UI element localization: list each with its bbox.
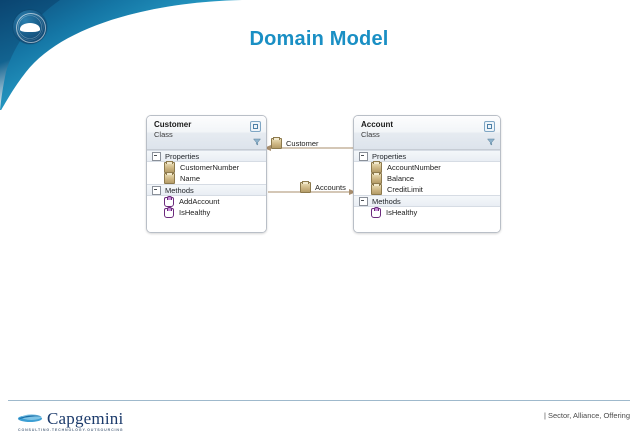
footer-divider [8, 400, 630, 401]
method-icon [371, 206, 381, 218]
capgemini-tagline: CONSULTING.TECHNOLOGY.OUTSOURCING [18, 428, 124, 432]
minus-icon[interactable] [359, 151, 368, 161]
property-icon [164, 172, 175, 184]
property-icon [271, 137, 282, 149]
association-label-accounts: Accounts [300, 181, 346, 193]
member-label: CreditLimit [387, 185, 423, 194]
section-header-properties[interactable]: Properties [147, 150, 266, 162]
section-label: Properties [372, 151, 407, 161]
class-name: Account [361, 120, 393, 129]
section-header-methods[interactable]: Methods [147, 184, 266, 196]
method-icon [164, 195, 174, 207]
capgemini-logo: Capgemini CONSULTING.TECHNOLOGY.OUTSOURC… [17, 409, 217, 435]
member-label: IsHealthy [179, 208, 211, 217]
association-label-customer: Customer [271, 137, 319, 149]
class-name: Customer [154, 120, 192, 129]
collapse-icon[interactable] [250, 121, 261, 132]
class-member[interactable]: Name [147, 172, 266, 184]
minus-icon[interactable] [152, 185, 161, 195]
uml-class-account[interactable]: Account Class Properties AccountNumber B… [353, 115, 501, 233]
class-header: Account Class [354, 116, 500, 150]
class-member[interactable]: IsHealthy [354, 206, 500, 218]
class-member[interactable]: IsHealthy [147, 206, 266, 218]
class-body-filler [354, 218, 500, 232]
minus-icon[interactable] [152, 151, 161, 161]
member-label: AddAccount [179, 197, 220, 206]
capgemini-swoosh-icon [18, 414, 42, 422]
class-member[interactable]: CreditLimit [354, 183, 500, 195]
class-body-filler [147, 218, 266, 232]
association-label-text: Customer [286, 139, 319, 148]
member-label: Balance [387, 174, 415, 183]
class-kind: Class [361, 130, 380, 139]
uml-class-customer[interactable]: Customer Class Properties CustomerNumber… [146, 115, 267, 233]
member-label: CustomerNumber [180, 163, 240, 172]
class-kind: Class [154, 130, 173, 139]
footer-right-text: | Sector, Alliance, Offering [543, 411, 630, 420]
member-label: IsHealthy [386, 208, 418, 217]
section-header-methods[interactable]: Methods [354, 195, 500, 207]
class-member[interactable]: CustomerNumber [147, 161, 266, 173]
section-label: Methods [372, 196, 401, 206]
section-label: Properties [165, 151, 200, 161]
section-header-properties[interactable]: Properties [354, 150, 500, 162]
section-label: Methods [165, 185, 194, 195]
property-icon [300, 181, 311, 193]
association-label-text: Accounts [315, 183, 346, 192]
property-icon [371, 183, 382, 195]
page-title: Domain Model [249, 28, 389, 50]
class-header: Customer Class [147, 116, 266, 150]
funnel-icon[interactable] [253, 138, 261, 146]
class-member[interactable]: AddAccount [147, 195, 266, 207]
minus-icon[interactable] [359, 196, 368, 206]
collapse-icon[interactable] [484, 121, 495, 132]
method-icon [164, 206, 174, 218]
funnel-icon[interactable] [487, 138, 495, 146]
member-label: Name [180, 174, 201, 183]
capgemini-wordmark: Capgemini [47, 409, 124, 428]
member-label: AccountNumber [387, 163, 441, 172]
